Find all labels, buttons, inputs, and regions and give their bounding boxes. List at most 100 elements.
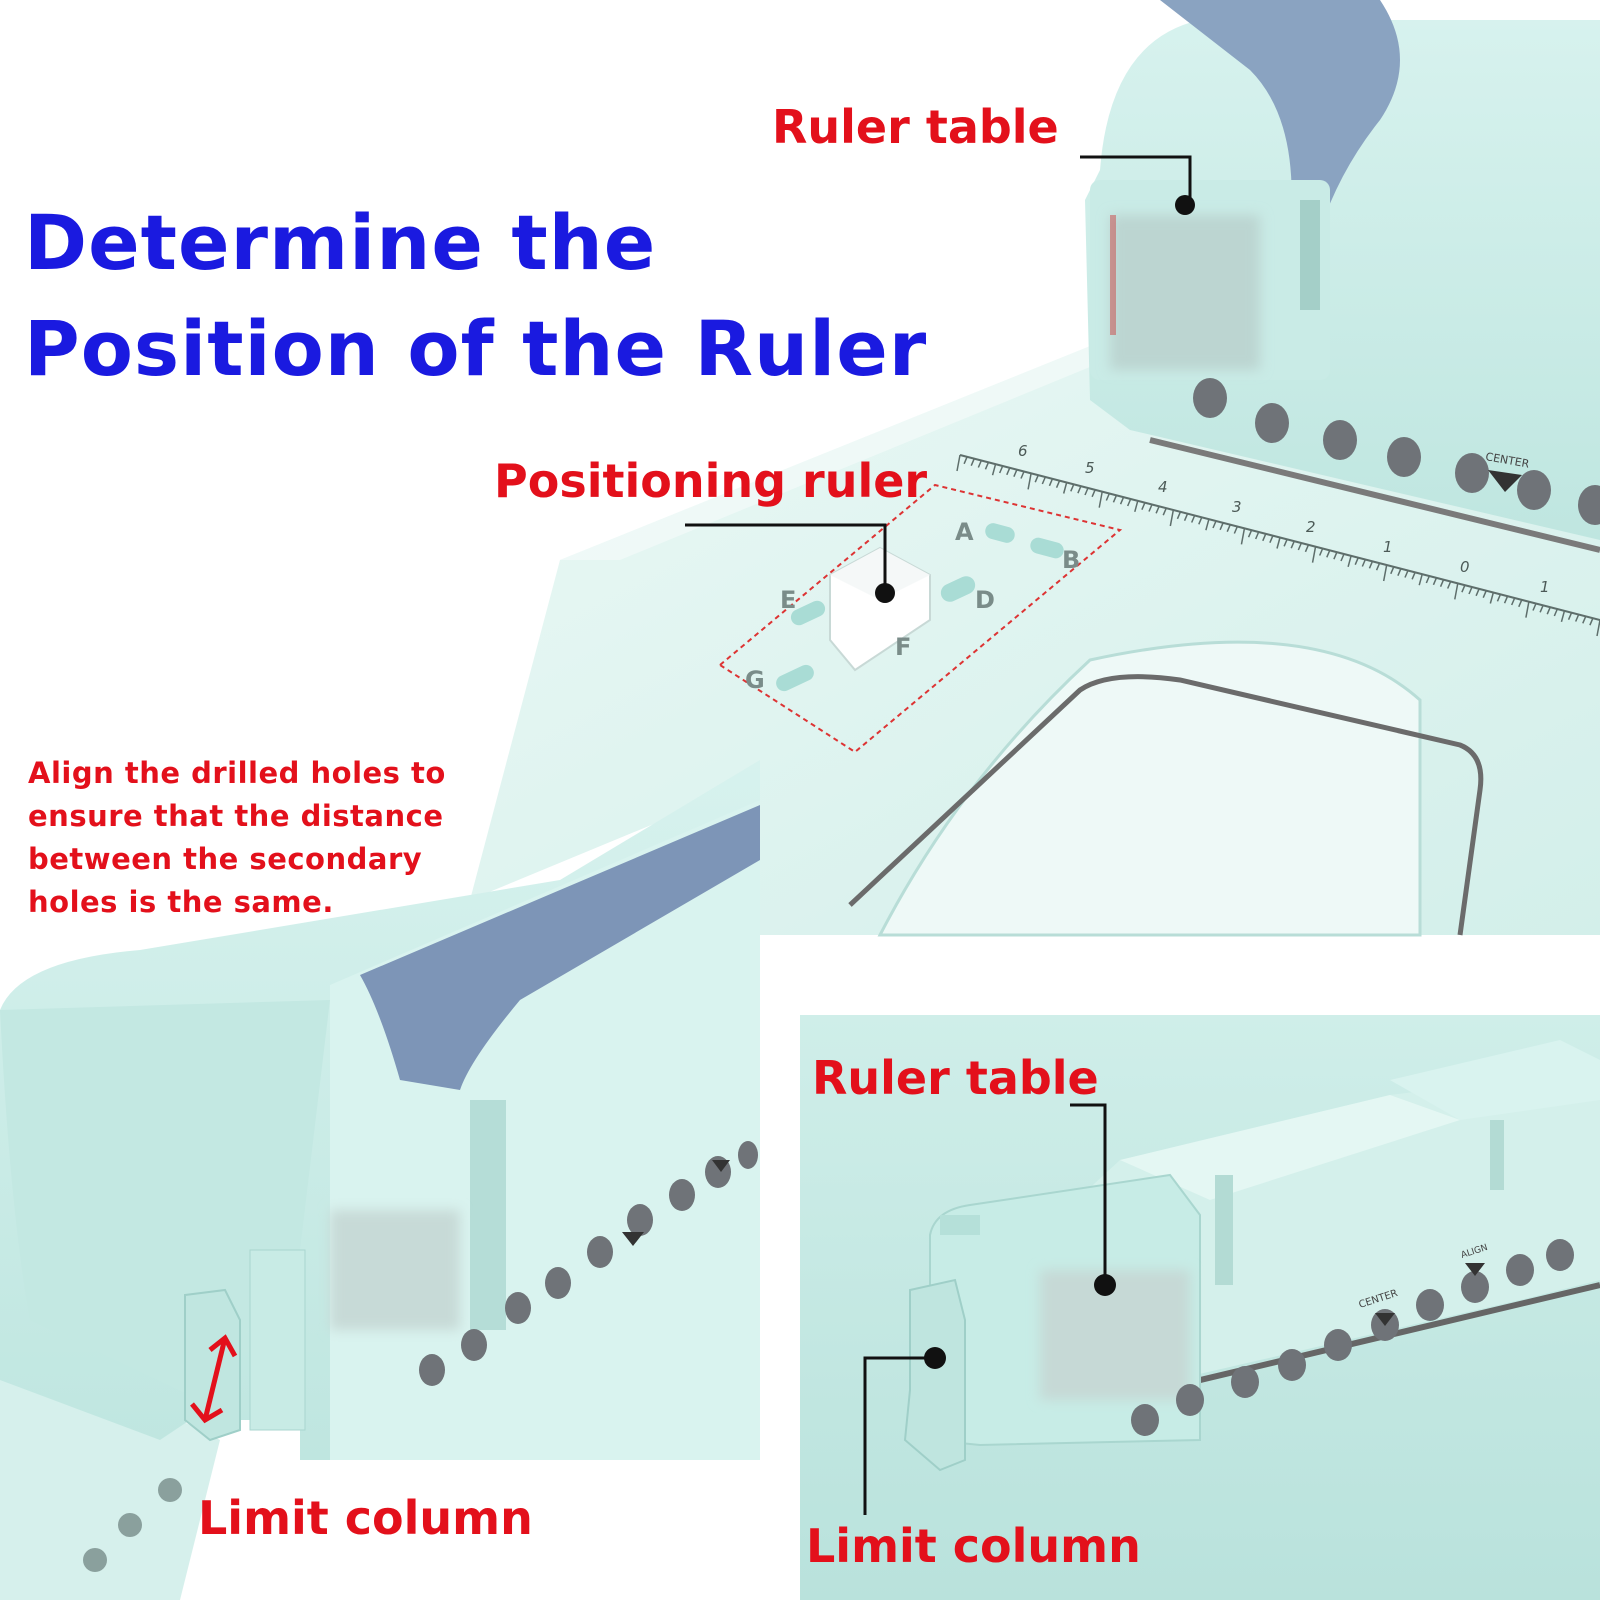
note-line-4: holes is the same. [28,885,334,919]
ruler-tick [1525,601,1530,618]
ruler-tick [1482,590,1487,598]
ruler-tick [1432,577,1438,586]
ruler-tick [1311,546,1317,563]
ruler-tick [1126,498,1132,507]
ruler-tick [1027,473,1032,490]
ruler-tick [1212,520,1217,529]
ruler-tick [1141,502,1146,510]
ruler-tick [1247,529,1253,538]
ruler-tick [1439,579,1445,587]
ruler-tick [1553,608,1559,617]
ruler-tick [1382,564,1388,582]
ruler-tick [1119,496,1125,505]
ruler-tick [1318,548,1324,556]
leader-lines [685,155,1192,1515]
ruler-tick [1354,557,1359,565]
slot-letter-e: E [780,586,796,614]
ruler-number-6: 6 [1018,442,1028,460]
ruler-tick [1496,594,1502,602]
ruler-tick [1055,480,1061,488]
ruler-tick [1020,471,1025,479]
ruler-tick [1375,562,1381,571]
ruler-tick [1190,515,1196,523]
ruler-tick [1269,535,1274,543]
ruler-tick [1418,573,1423,586]
ruler-tick [1098,491,1103,508]
ruler-tick [1368,561,1374,569]
slot-letter-b: B [1062,546,1080,574]
ruler-tick [1070,484,1075,492]
ruler-tick [1326,550,1331,558]
title-line-2: Position of the Ruler [24,304,928,393]
ruler-tick [963,456,968,465]
ruler-tick [1503,595,1509,604]
ruler-tick [1219,522,1224,531]
slot-letter-a: A [955,518,974,546]
ruler-tick [1404,570,1409,578]
ruler-number-3: 3 [1232,498,1242,516]
ruler-tick [1183,513,1189,521]
ruler-number-5: 5 [1085,459,1095,477]
ruler-tick [1539,605,1544,613]
ruler-tick [1162,507,1167,516]
ruler-number-2: 2 [1306,518,1316,536]
note-line-2: ensure that the distance [28,799,444,833]
ruler-tick [1254,531,1260,540]
ruler-table-inset-label [1040,1270,1190,1400]
ruler-tick [1340,553,1345,562]
note-line-3: between the secondary [28,842,423,876]
ruler-tick [1062,482,1068,494]
ruler-tick [1347,555,1352,568]
ruler-tick [1589,617,1594,626]
ruler-tick [970,458,975,466]
ruler-tick [1510,597,1516,606]
ruler-tick [984,462,990,470]
ruler-tick [1205,518,1210,531]
ruler-tick [1425,575,1431,584]
ruler-tick [1532,603,1537,611]
ruler-number-4: 4 [1158,478,1168,496]
ruler-tick [1077,485,1082,494]
ruler-tick [1574,614,1580,622]
ruler-tick [1169,509,1175,527]
positioning-ruler-block[interactable] [829,546,931,672]
paper-tray [848,640,1484,937]
ruler-tick [1454,583,1459,600]
ruler-tick [1091,489,1096,498]
limit-column-inset[interactable] [903,1278,966,1472]
ruler-tick [1176,511,1182,520]
ruler-tick [1304,544,1310,553]
ruler-tick [1226,524,1231,532]
ruler-tick [1155,506,1160,514]
callout-ruler-table-top: Ruler table [772,100,1059,154]
ruler-tick [991,463,997,476]
limit-column-arrow [190,1334,238,1424]
limit-column-left [184,1288,241,1442]
ruler-tick [1333,551,1338,560]
hole-row-inset [1131,1239,1574,1436]
ruler-tick [1582,616,1587,624]
ruler-tick [1461,584,1466,593]
ruler-tick [1034,474,1039,483]
ruler-tick [1148,504,1153,512]
ruler-scale [956,454,1600,637]
ruler-tick [1283,539,1288,547]
ruler-tick [1518,599,1523,608]
ruler-number-1: 1 [1383,538,1393,556]
ruler-tick [1390,566,1395,575]
ruler-tick [1546,606,1551,615]
ruler-tick [1013,469,1018,477]
callout-limit-column-right: Limit column [806,1519,1141,1573]
ruler-number-0: 0 [1460,558,1470,576]
ruler-tick [1134,500,1139,513]
ruler-number-1b: 1 [1540,578,1550,596]
ruler-tick [1006,467,1011,476]
ruler-table-left-label [330,1210,460,1330]
hole-row-top [1193,378,1600,525]
callout-limit-column-left: Limit column [198,1491,533,1545]
note-line-1: Align the drilled holes to [28,756,446,790]
ruler-tick [1446,581,1452,589]
ruler-tick [1397,568,1402,576]
alignment-note: Align the drilled holes to ensure that t… [28,752,508,924]
